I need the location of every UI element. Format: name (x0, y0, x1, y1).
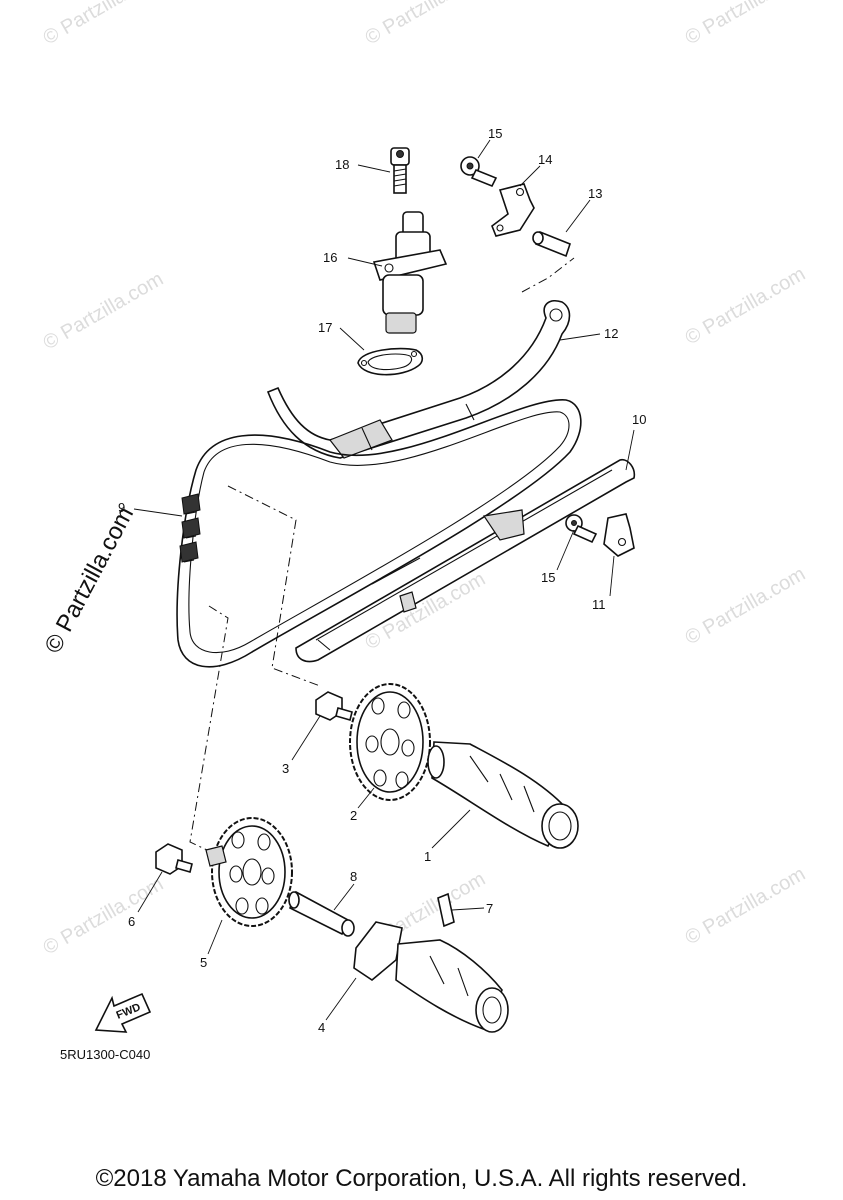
assembly-guide-lines (189, 257, 575, 851)
callout-15-bottom: 15 (541, 570, 555, 585)
clip-bolt (565, 514, 598, 544)
watermark: © Partzilla.com (682, 863, 810, 949)
guide-clip (603, 513, 635, 557)
callout-6: 6 (128, 914, 135, 929)
callout-5: 5 (200, 955, 207, 970)
gear-bolt (155, 843, 193, 875)
callout-11: 11 (592, 597, 606, 612)
callout-13: 13 (588, 186, 602, 201)
copyright-notice: ©2018 Yamaha Motor Corporation, U.S.A. A… (95, 1165, 748, 1192)
callout-3: 3 (282, 761, 289, 776)
watermark: © Partzilla.com (40, 873, 168, 959)
cam-chain (176, 399, 582, 668)
woodruff-key (437, 892, 455, 928)
exhaust-sprocket (205, 817, 293, 927)
forward-direction-arrow: FWD (94, 992, 152, 1033)
callout-2: 2 (350, 808, 357, 823)
callout-17: 17 (318, 320, 332, 335)
lower-chain-guide (295, 458, 636, 663)
watermark-layer: © Partzilla.com © Partzilla.com © Partzi… (39, 0, 809, 959)
camshaft-4 (353, 921, 509, 1033)
callout-9: 9 (118, 500, 125, 515)
callout-4: 4 (318, 1020, 325, 1035)
tensioner-gasket (357, 347, 424, 376)
callout-10: 10 (632, 412, 646, 427)
callout-14: 14 (538, 152, 552, 167)
callout-labels: 18 16 17 15 14 13 12 10 9 15 11 3 2 1 8 … (118, 126, 646, 1035)
cam-chain-tensioner (372, 211, 448, 334)
guide-pin (532, 230, 571, 258)
callout-16: 16 (323, 250, 337, 265)
callout-12: 12 (604, 326, 618, 341)
tensioner-bolt (390, 147, 410, 194)
cam-sprocket (349, 683, 431, 801)
watermark-main: © Partzilla.com (39, 502, 139, 657)
guide-line-sprocket (227, 485, 321, 687)
callout-1: 1 (424, 849, 431, 864)
watermark: © Partzilla.com (682, 563, 810, 649)
diagram-code: 5RU1300-C040 (60, 1047, 151, 1062)
sprocket-bolt (315, 691, 353, 721)
watermark: © Partzilla.com (682, 263, 810, 349)
guide-line-pin (521, 257, 575, 293)
callout-18: 18 (335, 157, 349, 172)
callout-8: 8 (350, 869, 357, 884)
upper-chain-guide (266, 300, 571, 459)
callout-7: 7 (486, 901, 493, 916)
watermark: © Partzilla.com (40, 268, 168, 354)
camshaft-1 (427, 741, 579, 849)
watermark: © Partzilla.com (682, 0, 810, 49)
watermark: © Partzilla.com (40, 0, 168, 49)
rocker-shaft (288, 890, 355, 937)
callout-15-top: 15 (488, 126, 502, 141)
guide-line-gear (189, 605, 229, 851)
bracket-bolt-top (460, 156, 498, 188)
leader-lines (133, 139, 635, 1021)
watermark: © Partzilla.com (362, 0, 490, 49)
guide-bracket (491, 183, 535, 237)
